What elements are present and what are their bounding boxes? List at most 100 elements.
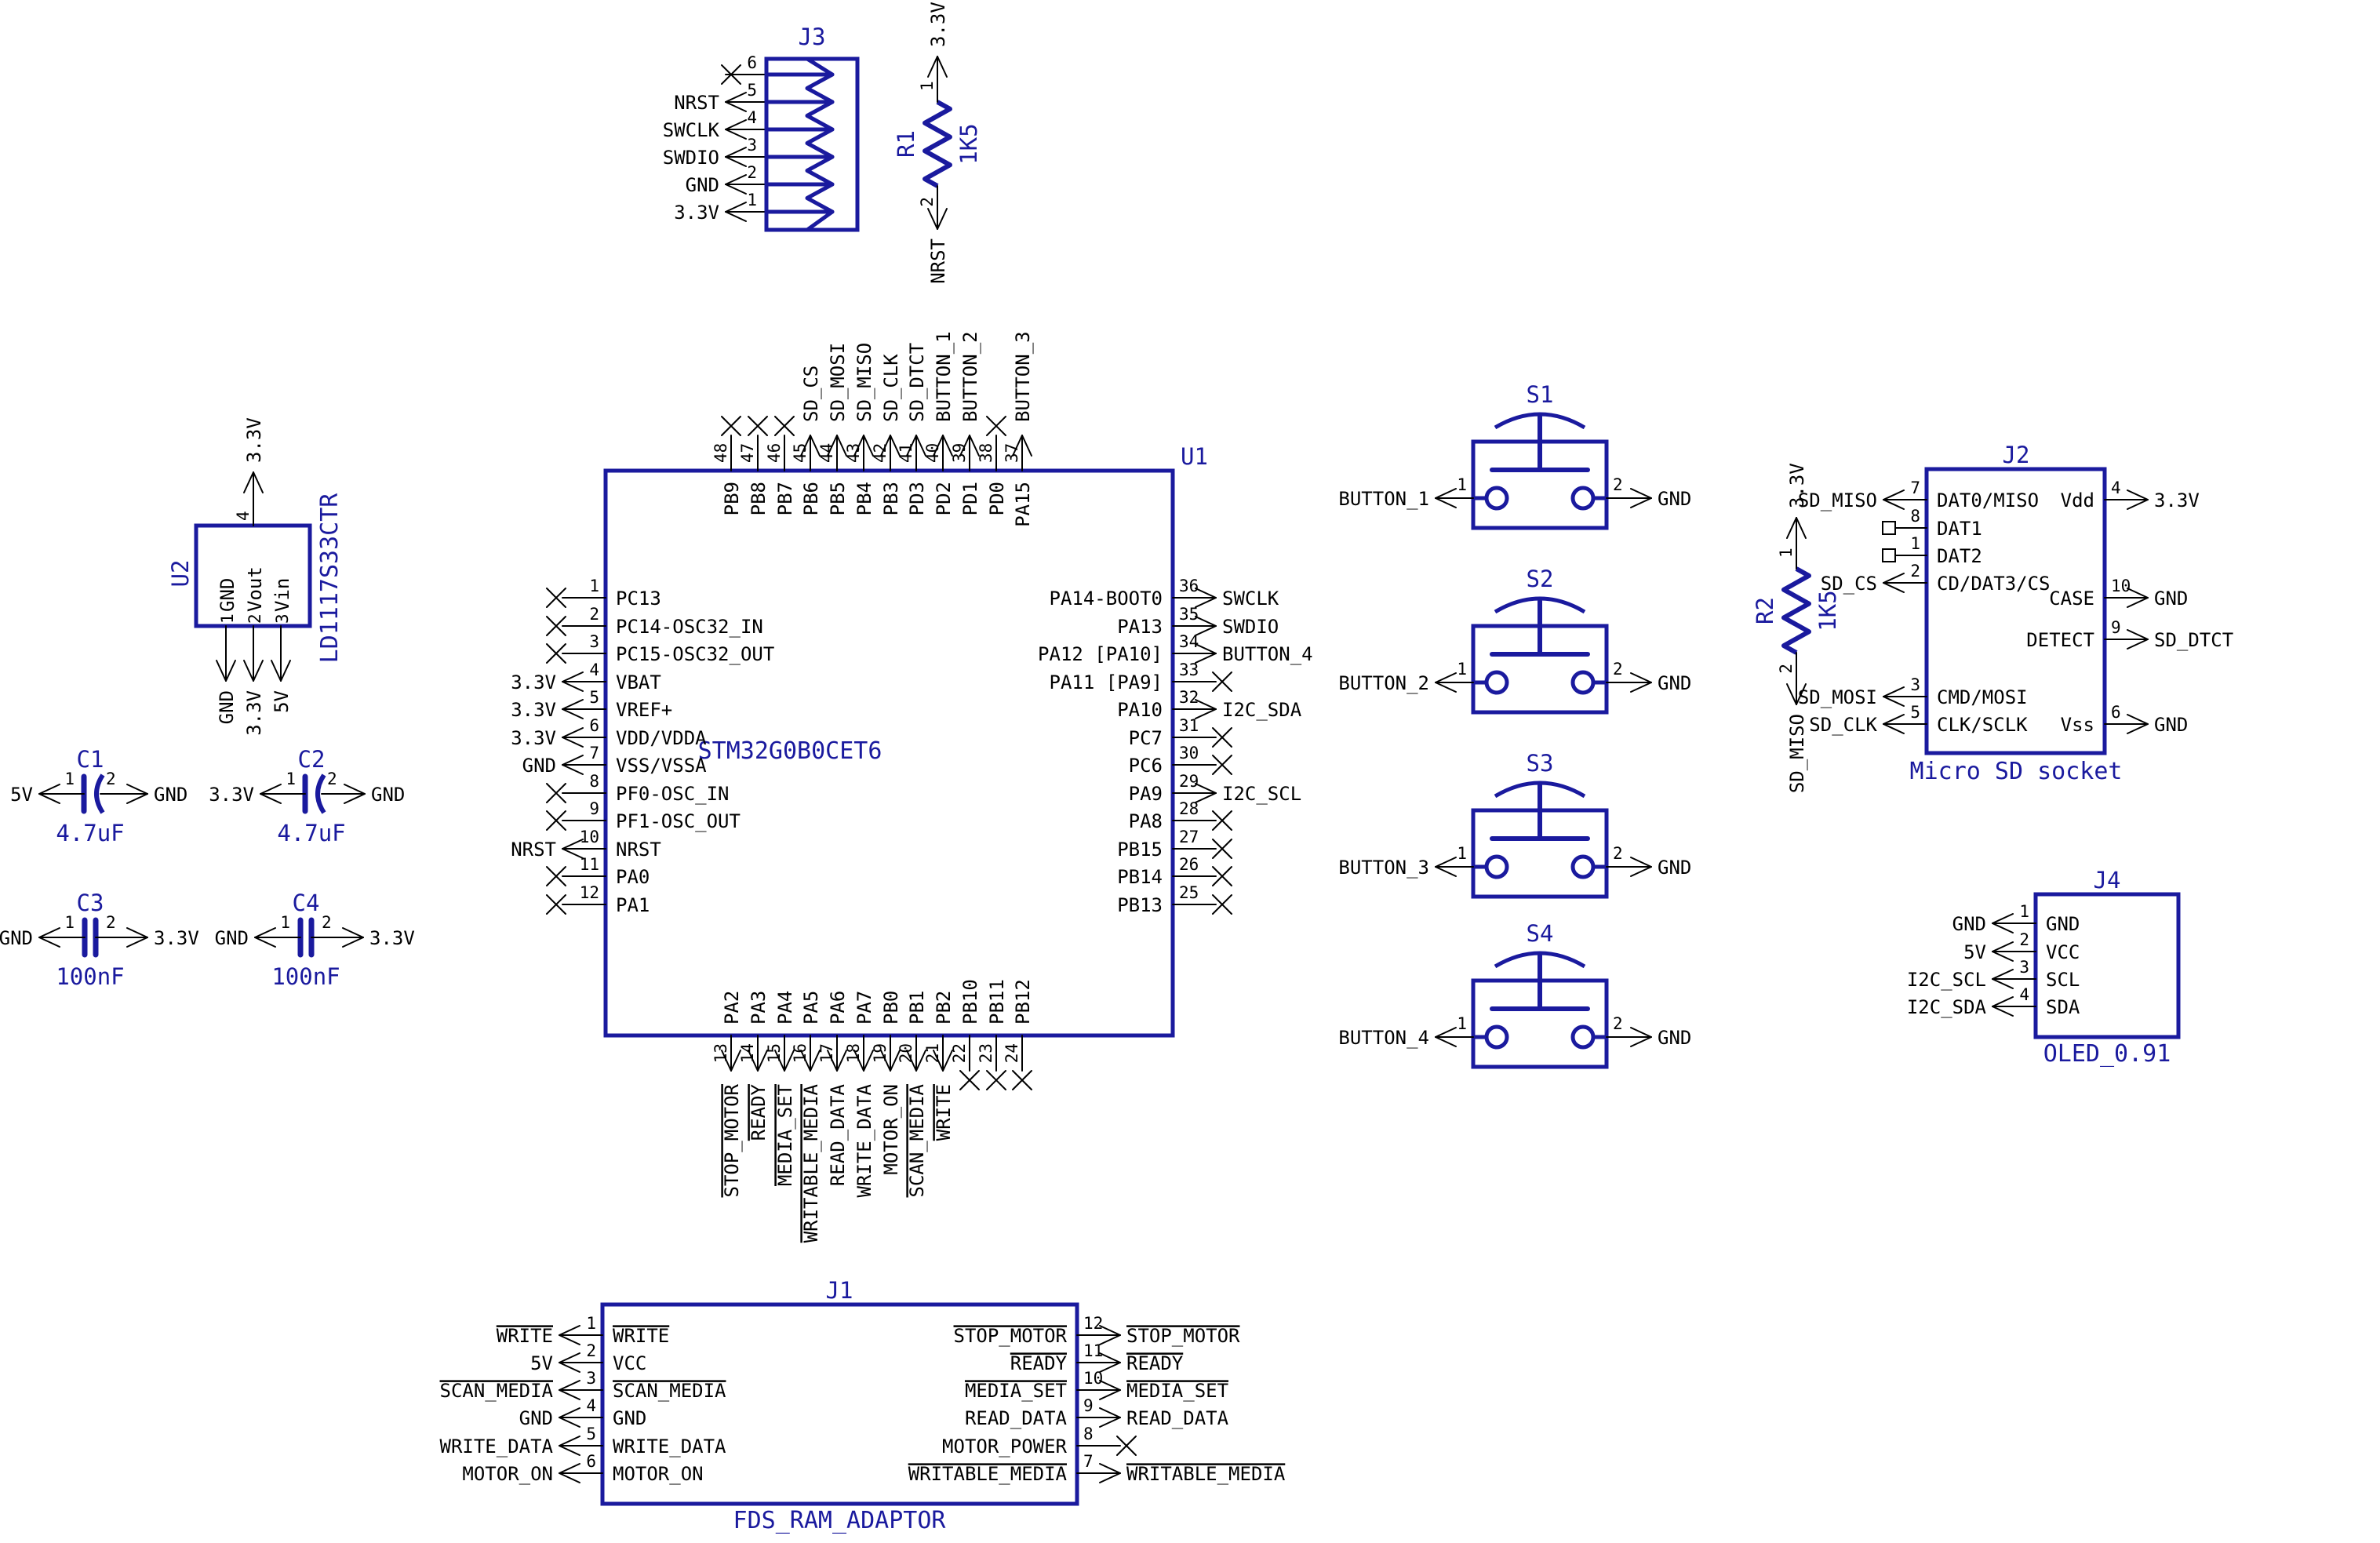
arrowhead-up-icon [927,56,938,78]
net-label: GND [2154,714,2188,736]
arrowhead-down-icon [906,1050,917,1072]
arrowhead-left-icon [562,764,584,775]
arrowhead-up-icon [1786,517,1797,539]
pin-number-rotated: 4 [234,511,253,521]
pin-name: PB3 [880,482,902,515]
net-label: READY [1126,1352,1184,1374]
reference-label: J4 [2094,867,2121,893]
pin-name: DAT0/MISO [1937,489,2039,511]
reference-label: J2 [2003,442,2030,468]
pin-name-rotated: PD3 [906,482,928,515]
arrowhead-left-icon [725,211,747,222]
pin-number: 6 [586,1452,596,1471]
arrowhead-left-icon [1435,682,1457,693]
reference-label: J1 [826,1277,853,1304]
pin-number: 36 [1179,577,1199,595]
pin-number: 2 [1613,844,1623,863]
arrowhead-left-icon [725,147,747,158]
reference-label: U1 [1181,443,1208,470]
net-label: BUTTON_4 [1222,643,1313,665]
pin-name: MOTOR_POWER [942,1436,1067,1457]
pin-number-rotated: 46 [765,443,784,463]
arrowhead-right-icon [1099,1325,1121,1336]
arrowhead-left-icon [559,1407,580,1418]
arrowhead-left-icon [562,839,584,850]
net-label: 3.3V [209,784,254,806]
pin-name: PB7 [774,482,796,515]
pin-number: 1 [1457,1014,1467,1033]
arrowhead-left-icon [725,119,747,130]
arrowhead-right-icon [1099,1362,1121,1373]
pin-number: 12 [1083,1314,1103,1333]
pin-number: 1 [918,81,937,91]
net-label-rotated: SD_MISO [1786,714,1808,793]
value-label: Micro SD socket [1910,758,2123,785]
arrowhead-right-icon [1099,1334,1121,1345]
no-connect-x-icon [959,1070,980,1090]
pin-number: 3 [747,136,757,155]
arrowhead-left-icon [559,1334,580,1345]
arrowhead-up-icon [890,435,901,457]
arrowhead-left-icon [1435,1036,1457,1047]
arrowhead-down-icon [836,1050,847,1072]
no-connect-x-icon [1012,1070,1032,1090]
pin-number: 1 [747,191,757,209]
pin-number-rotated: 42 [871,443,890,463]
pin-name: VCC [613,1352,646,1374]
pin-number: 7 [1910,479,1920,497]
pin-number-rotated: 39 [950,443,969,463]
net-label: GND [154,784,187,806]
switch-contact-circle [1484,670,1509,695]
net-label-rotated: SD_MISO [853,343,875,422]
pin-name: PB14 [1117,866,1163,888]
net-label: SWDIO [663,147,719,169]
arrowhead-up-icon [942,435,953,457]
pin-number-rotated: 19 [871,1043,890,1063]
pin-name: PF0-OSC_IN [616,783,730,805]
arrowhead-right-icon [342,937,364,948]
pin-number: 1 [1457,660,1467,679]
pin-number: 1 [586,1314,596,1333]
arrowhead-down-icon [800,1050,811,1072]
arrowhead-left-icon [562,671,584,682]
switch-contact-circle [1570,670,1596,695]
pin-number: 1 [280,913,290,932]
net-label-rotated: SD_CLK [880,354,902,422]
arrowhead-right-icon [1195,708,1217,719]
pin-number: 1 [64,770,75,788]
value-label: OLED_0.91 [2043,1040,2171,1068]
pin-name: PC13 [616,588,661,610]
pin-number: 22 [950,1043,969,1063]
arrowhead-down-icon [933,1050,944,1072]
pin-name-rotated: PB12 [1012,979,1034,1024]
pin-number: 2 [106,913,116,932]
arrowhead-left-icon [562,699,584,710]
pin-number: 3 [2019,958,2029,977]
net-label: 3.3V [154,927,199,949]
no-connect-x-icon [721,416,741,436]
arrowhead-left-icon [562,681,584,692]
net-label: I2C_SDA [1907,996,1987,1018]
reference-label: C2 [298,746,326,773]
switch-dome-arc [1494,596,1586,614]
net-label: SD_CS [800,366,822,422]
pin-name: PB8 [748,482,770,515]
arrowhead-right-icon [2127,489,2149,500]
net-label: SD_DTCT [906,343,928,422]
pin-number: 5 [747,81,757,100]
pin-number: 1 [1457,475,1467,494]
pin-name: DETECT [2026,629,2094,651]
arrowhead-right-icon [126,784,148,795]
arrowhead-down-icon [784,1050,795,1072]
arrowhead-down-icon [243,660,254,682]
no-connect-x-icon [1212,727,1232,748]
net-label-rotated: STOP_MOTOR [721,1083,743,1197]
net-label: WRITE_DATA [853,1083,875,1197]
net-label-rotated: MEDIA_SET [774,1084,796,1186]
pin-number: 5 [1910,703,1920,722]
pin-name-rotated: PA15 [1012,482,1034,527]
arrowhead-left-icon [260,793,282,804]
arrowhead-up-icon [827,435,838,457]
net-label: 3.3V [1786,463,1808,508]
net-label: SD_MISO [853,343,875,422]
